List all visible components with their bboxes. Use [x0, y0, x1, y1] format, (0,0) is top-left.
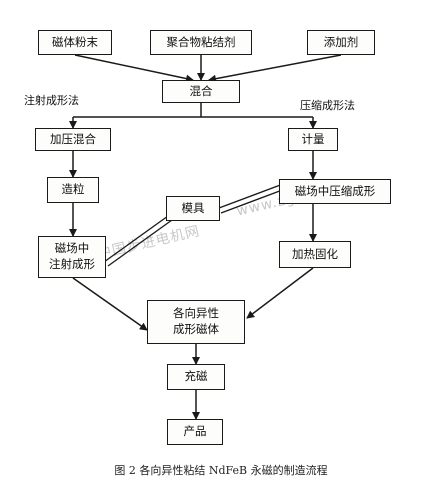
box-heat-curing: 加热固化: [279, 241, 351, 268]
box-anisotropic-forming: 各向异性 成形磁体: [147, 300, 245, 344]
box-pressure-mixing: 加压混合: [35, 128, 111, 151]
box-additive-label: 添加剂: [323, 34, 359, 49]
box-heat-curing-label: 加热固化: [292, 246, 338, 261]
box-granulation: 造粒: [47, 177, 99, 203]
box-polymer-binder: 聚合物粘结剂: [150, 30, 252, 55]
mold-link-right-a: [218, 183, 284, 209]
arrow-heat-to-aniso: [246, 267, 314, 319]
box-magnet-powder-label: 磁体粉末: [52, 34, 98, 49]
box-granulation-label: 造粒: [61, 182, 85, 197]
box-product: 产品: [167, 419, 223, 445]
box-field-injection-molding: 磁场中 注射成形: [38, 236, 106, 278]
box-field-press-forming-label: 磁场中压缩成形: [294, 183, 376, 198]
box-pressure-mixing-label: 加压混合: [50, 131, 96, 146]
mold-link-left-b: [107, 219, 173, 267]
box-magnet-powder: 磁体粉末: [38, 30, 112, 55]
box-mold: 模具: [166, 196, 220, 221]
box-product-label: 产品: [183, 424, 207, 439]
arrow-powder-to-mix: [74, 54, 194, 83]
box-magnetizing-label: 充磁: [184, 369, 208, 384]
box-weighing: 计量: [288, 128, 338, 151]
figure-caption: 图 2 各向异性粘结 NdFeB 永磁的制造流程: [114, 464, 328, 477]
box-mixing: 混合: [162, 80, 240, 103]
label-compression-method: 压缩成形法: [300, 99, 355, 112]
box-magnetizing: 充磁: [167, 364, 225, 390]
box-field-injection-molding-label: 磁场中 注射成形: [49, 241, 95, 271]
box-anisotropic-forming-label: 各向异性 成形磁体: [173, 306, 219, 336]
box-mixing-label: 混合: [189, 83, 213, 98]
box-mold-label: 模具: [181, 200, 205, 215]
label-injection-method: 注射成形法: [24, 94, 79, 107]
arrow-additive-to-mix: [208, 54, 342, 83]
mold-link-right-b: [220, 188, 286, 214]
arrow-injection-to-aniso: [72, 277, 148, 331]
box-field-press-forming: 磁场中压缩成形: [279, 179, 391, 204]
box-polymer-binder-label: 聚合物粘结剂: [166, 34, 236, 49]
box-additive: 添加剂: [307, 30, 375, 55]
box-weighing-label: 计量: [301, 131, 325, 146]
mold-link-left-a: [103, 215, 169, 263]
